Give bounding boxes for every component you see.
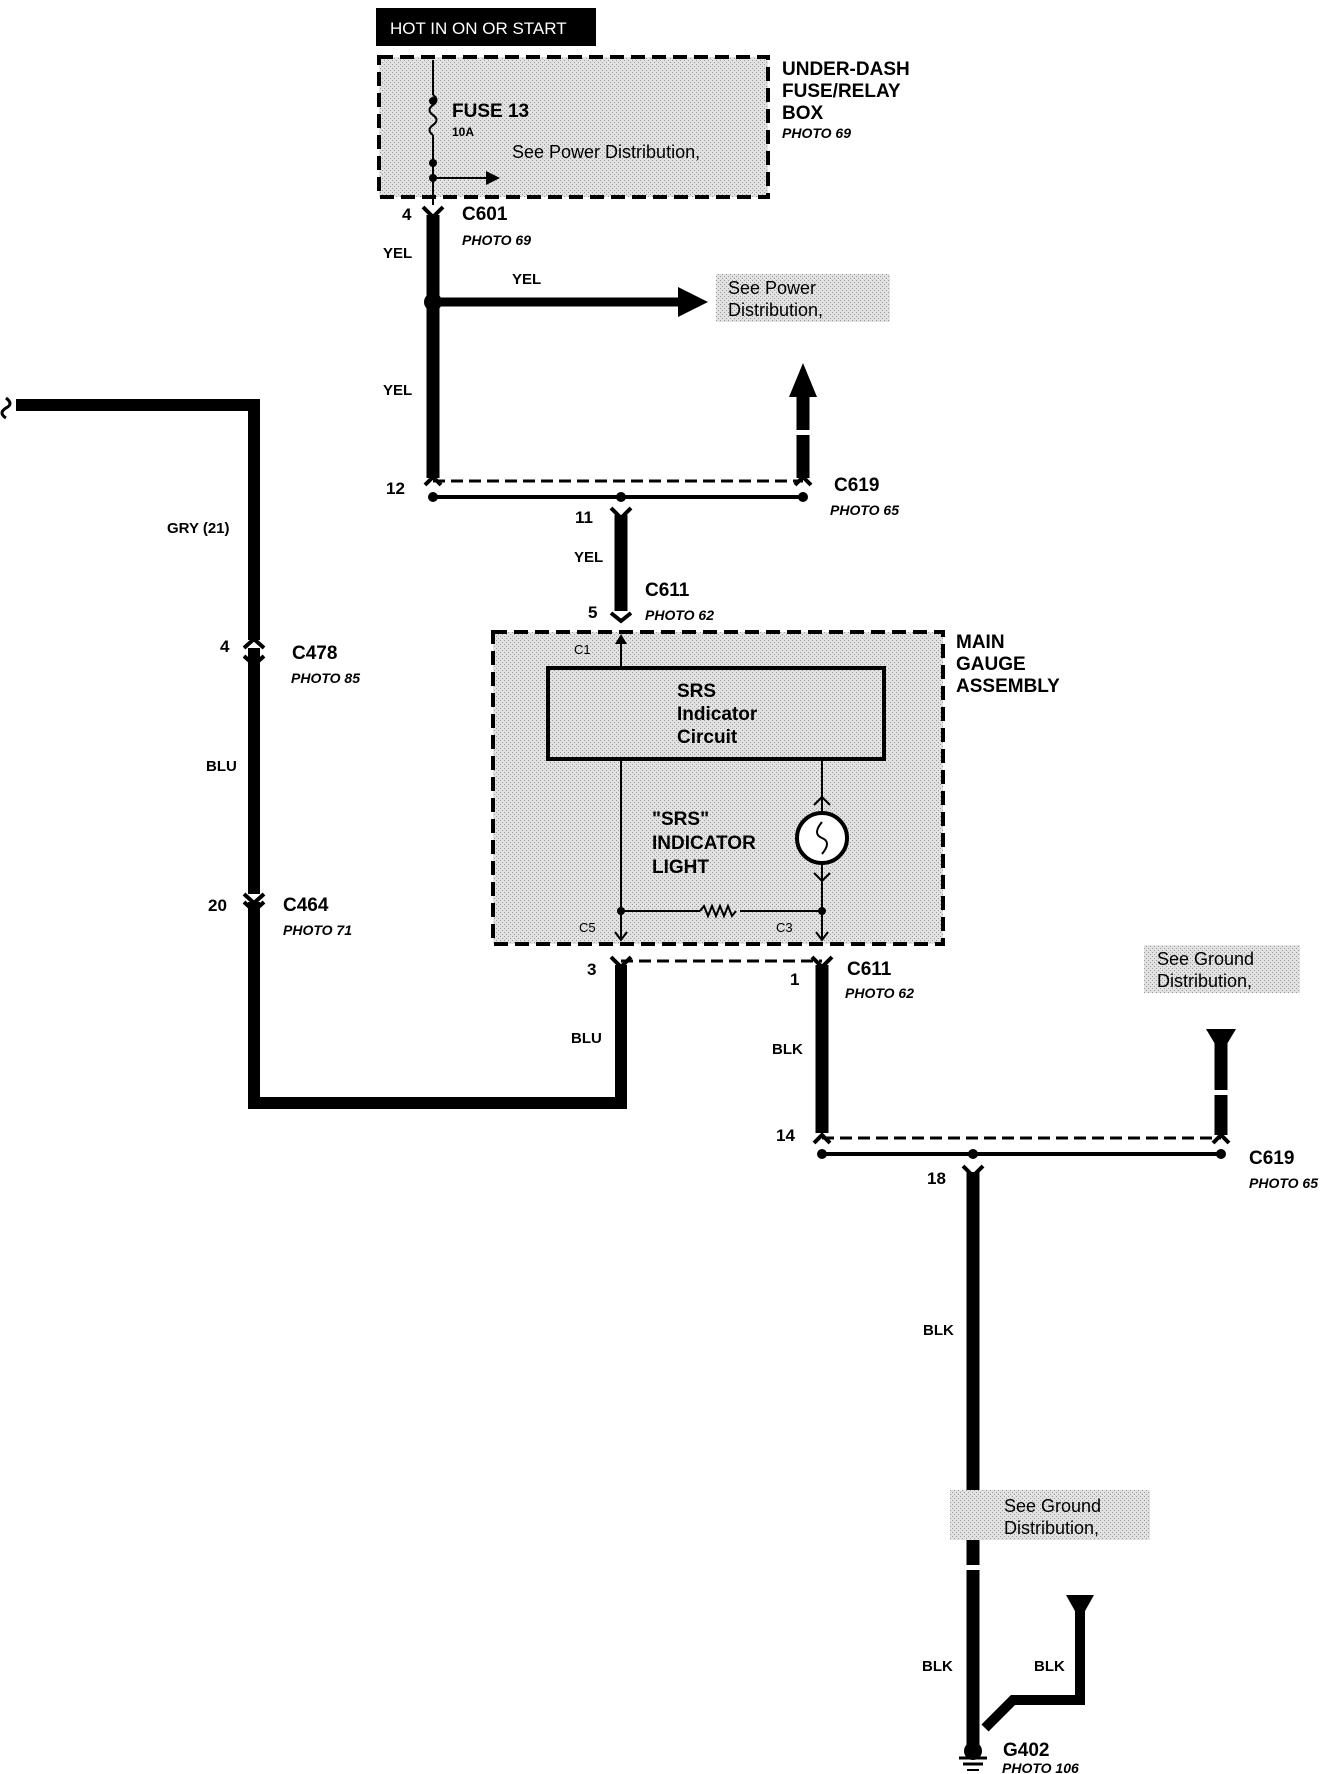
svg-text:"SRS": "SRS" [652,809,709,830]
svg-text:BLU: BLU [571,1030,602,1047]
blk-wire-g402-branch [981,1610,1085,1732]
svg-text:YEL: YEL [383,382,412,399]
c619-bottom-connector: 14 C619 PHOTO 65 18 [776,1126,1318,1191]
svg-text:PHOTO 106: PHOTO 106 [1002,1760,1079,1774]
resistor-icon [699,903,737,919]
svg-text:PHOTO 65: PHOTO 65 [1249,1175,1318,1191]
svg-text:YEL: YEL [574,549,603,566]
arrow-up-icon [789,363,817,397]
svg-text:Distribution,: Distribution, [1004,1518,1099,1538]
svg-text:FUSE/RELAY: FUSE/RELAY [782,81,901,102]
svg-text:11: 11 [575,508,593,527]
svg-text:See Power Distribution,: See Power Distribution, [512,142,700,162]
main-gauge-assembly: MAIN GAUGE ASSEMBLY C1 SRS Indicator Cir… [491,630,1060,946]
svg-text:See Power: See Power [728,278,816,298]
svg-text:YEL: YEL [512,271,541,288]
arrow-right-icon [486,171,500,185]
hot-in-label: HOT IN ON OR START [376,8,596,46]
svg-text:3: 3 [587,960,596,979]
svg-text:4: 4 [402,205,412,224]
svg-text:See Ground: See Ground [1157,949,1254,969]
c611-bottom-connector: 3 1 C611 PHOTO 62 [587,955,914,1001]
c619-top-connector: 12 C619 PHOTO 65 11 [386,474,899,527]
svg-text:PHOTO 65: PHOTO 65 [830,502,899,518]
svg-text:BLK: BLK [1034,1658,1065,1675]
svg-text:PHOTO 85: PHOTO 85 [291,670,360,686]
svg-text:C464: C464 [283,895,329,916]
svg-text:PHOTO 62: PHOTO 62 [645,607,714,623]
svg-text:BLK: BLK [923,1322,954,1339]
svg-text:G402: G402 [1003,1740,1049,1761]
svg-text:MAIN: MAIN [956,632,1005,653]
svg-text:PHOTO 71: PHOTO 71 [283,922,352,938]
svg-text:See Ground: See Ground [1004,1496,1101,1516]
fuse-relay-box: UNDER-DASH FUSE/RELAY BOX PHOTO 69 FUSE … [377,55,910,205]
svg-text:LIGHT: LIGHT [652,857,709,878]
svg-text:C611: C611 [847,959,892,980]
svg-text:C601: C601 [462,204,508,225]
svg-text:PHOTO 69: PHOTO 69 [782,125,851,141]
svg-text:10A: 10A [452,125,474,139]
ground-arrow-icon [1206,1029,1236,1054]
svg-text:Distribution,: Distribution, [1157,971,1252,991]
see-ground-box-2: See Ground Distribution, [950,1490,1150,1540]
svg-text:C619: C619 [834,475,879,496]
svg-text:C5: C5 [579,920,596,935]
svg-text:Circuit: Circuit [677,727,738,748]
svg-text:UNDER-DASH: UNDER-DASH [782,59,910,80]
svg-text:1: 1 [790,970,799,989]
break-icon [0,396,12,420]
svg-text:PHOTO 69: PHOTO 69 [462,232,531,248]
svg-text:C619: C619 [1249,1148,1294,1169]
svg-text:INDICATOR: INDICATOR [652,833,756,854]
svg-text:SRS: SRS [677,681,716,702]
svg-text:4: 4 [220,637,230,656]
svg-text:14: 14 [776,1126,795,1145]
svg-text:C611: C611 [645,580,690,601]
svg-text:C1: C1 [574,642,591,657]
svg-text:Distribution,: Distribution, [728,300,823,320]
svg-text:PHOTO 62: PHOTO 62 [845,985,914,1001]
svg-text:C3: C3 [776,920,793,935]
svg-text:20: 20 [208,896,227,915]
svg-text:BLK: BLK [922,1658,953,1675]
arrow-right-icon [678,287,708,317]
svg-text:FUSE 13: FUSE 13 [452,101,529,122]
svg-text:GAUGE: GAUGE [956,654,1026,675]
svg-text:18: 18 [927,1169,946,1188]
svg-text:12: 12 [386,479,405,498]
gry-blu-wire [16,399,627,1109]
c601-connector: 4 C601 PHOTO 69 [402,204,531,248]
svg-text:HOT IN ON OR START: HOT IN ON OR START [390,19,567,38]
svg-text:BLK: BLK [772,1041,803,1058]
ground-arrow-icon [1066,1595,1094,1620]
g402-ground: G402 PHOTO 106 [959,1740,1079,1774]
svg-text:C478: C478 [292,643,337,664]
svg-text:ASSEMBLY: ASSEMBLY [956,676,1060,697]
see-power-box: See Power Distribution, [716,274,890,322]
see-ground-box-1: See Ground Distribution, [1144,945,1300,993]
svg-text:BLU: BLU [206,758,237,775]
svg-text:GRY (21): GRY (21) [167,520,230,537]
svg-text:BOX: BOX [782,103,824,124]
svg-text:Indicator: Indicator [677,704,758,725]
svg-text:YEL: YEL [383,245,412,262]
srs-indicator-circuit [546,666,886,761]
svg-text:5: 5 [588,603,597,622]
